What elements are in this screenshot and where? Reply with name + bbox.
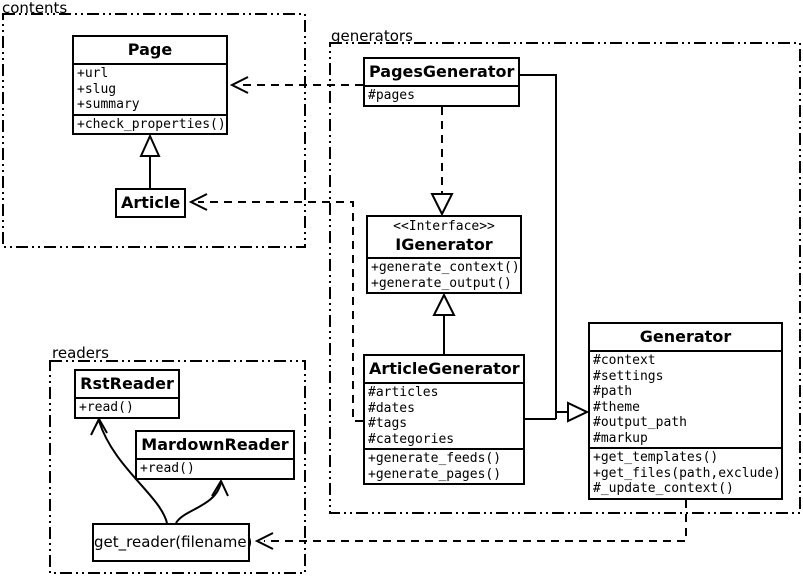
class-mardownreader-title: MardownReader	[141, 435, 289, 454]
class-igenerator-title: IGenerator	[395, 235, 493, 254]
generalization-arrowhead-page	[139, 133, 161, 157]
method: +generate_feeds()	[368, 451, 502, 466]
attribute: +summary	[77, 97, 140, 112]
class-articlegenerator-title: ArticleGenerator	[369, 359, 520, 378]
method: +generate_pages()	[368, 466, 502, 482]
method: +check_properties()	[77, 116, 226, 132]
class-pagesgenerator-attributes: #pages	[365, 85, 518, 105]
package-contents-label: contents	[2, 0, 68, 17]
class-pagesgenerator: PagesGenerator #pages	[363, 57, 520, 107]
dependency-arrowhead-article	[188, 193, 208, 211]
attribute: #categories	[368, 431, 455, 447]
edge-generators-extend-generator	[520, 74, 569, 420]
class-articlegenerator-methods: +generate_feeds() +generate_pages()	[365, 448, 523, 483]
class-igenerator-header: <<Interface>> IGenerator	[368, 217, 520, 257]
attribute: #dates	[368, 400, 415, 416]
class-articlegenerator-attributes: #articles #dates #tags #categories	[365, 382, 523, 448]
class-generator-attributes: #context #settings #path #theme #output_…	[590, 350, 781, 447]
class-generator: Generator #context #settings #path #them…	[588, 322, 783, 500]
attribute: +url	[77, 66, 109, 81]
package-readers-border	[49, 360, 306, 574]
edge-articlegenerator-depends-article	[198, 201, 363, 422]
class-generator-methods: +get_templates() +get_files(path,exclude…	[590, 447, 781, 498]
method: +generate_output()	[371, 275, 512, 291]
method: +read()	[79, 400, 134, 415]
attribute: #tags	[368, 416, 408, 431]
class-article: Article	[115, 188, 186, 218]
attribute: #theme	[593, 399, 640, 415]
attribute: #markup	[593, 430, 648, 446]
class-articlegenerator: ArticleGenerator #articles #dates #tags …	[363, 354, 525, 485]
dependency-arrowhead-getreader	[254, 532, 274, 550]
class-mardownreader-methods: +read()	[137, 458, 293, 478]
attribute: #path	[593, 384, 633, 399]
method: +read()	[140, 461, 195, 476]
function-get-reader: get_reader(filename)	[92, 523, 252, 562]
package-generators-border	[329, 42, 801, 514]
method: +get_files(path,exclude)	[593, 465, 781, 481]
dependency-arrowhead-page	[229, 76, 249, 94]
attribute: #articles	[368, 385, 439, 400]
class-pagesgenerator-title: PagesGenerator	[369, 62, 515, 81]
class-page-attributes: +url +slug +summary	[74, 63, 226, 114]
package-generators-label: generators	[331, 27, 413, 45]
attribute: #settings	[593, 368, 664, 384]
class-page-methods: +check_properties()	[74, 113, 226, 134]
class-rstreader-methods: +read()	[76, 397, 178, 417]
edge-getreader-to-mardownreader	[175, 481, 222, 524]
class-igenerator-methods: +generate_context() +generate_output()	[368, 257, 520, 292]
arrowhead-rstreader	[90, 416, 108, 436]
attribute: #pages	[368, 88, 415, 103]
class-generator-title: Generator	[639, 327, 732, 346]
package-contents-border	[2, 13, 306, 248]
realization-arrowhead-igenerator	[430, 193, 454, 217]
package-readers-label: readers	[52, 344, 109, 362]
class-rstreader: RstReader +read()	[74, 369, 180, 419]
method: #_update_context()	[593, 481, 734, 496]
generalization-arrowhead-igenerator	[432, 292, 456, 316]
method: +generate_context()	[371, 260, 520, 275]
class-article-title: Article	[121, 193, 181, 212]
class-igenerator: <<Interface>> IGenerator +generate_conte…	[366, 215, 522, 294]
generalization-arrowhead-generator	[567, 401, 590, 423]
class-rstreader-title: RstReader	[80, 374, 174, 393]
attribute: #output_path	[593, 415, 687, 430]
method: +get_templates()	[593, 450, 719, 465]
edge-generator-depends-getreader	[264, 500, 687, 542]
class-igenerator-stereotype: <<Interface>>	[393, 219, 495, 234]
class-page: Page +url +slug +summary +check_properti…	[72, 35, 228, 135]
class-mardownreader: MardownReader +read()	[135, 430, 295, 480]
attribute: #context	[593, 353, 656, 368]
attribute: +slug	[77, 81, 117, 97]
arrowhead-mardownreader	[211, 478, 229, 497]
class-page-title: Page	[127, 40, 173, 59]
